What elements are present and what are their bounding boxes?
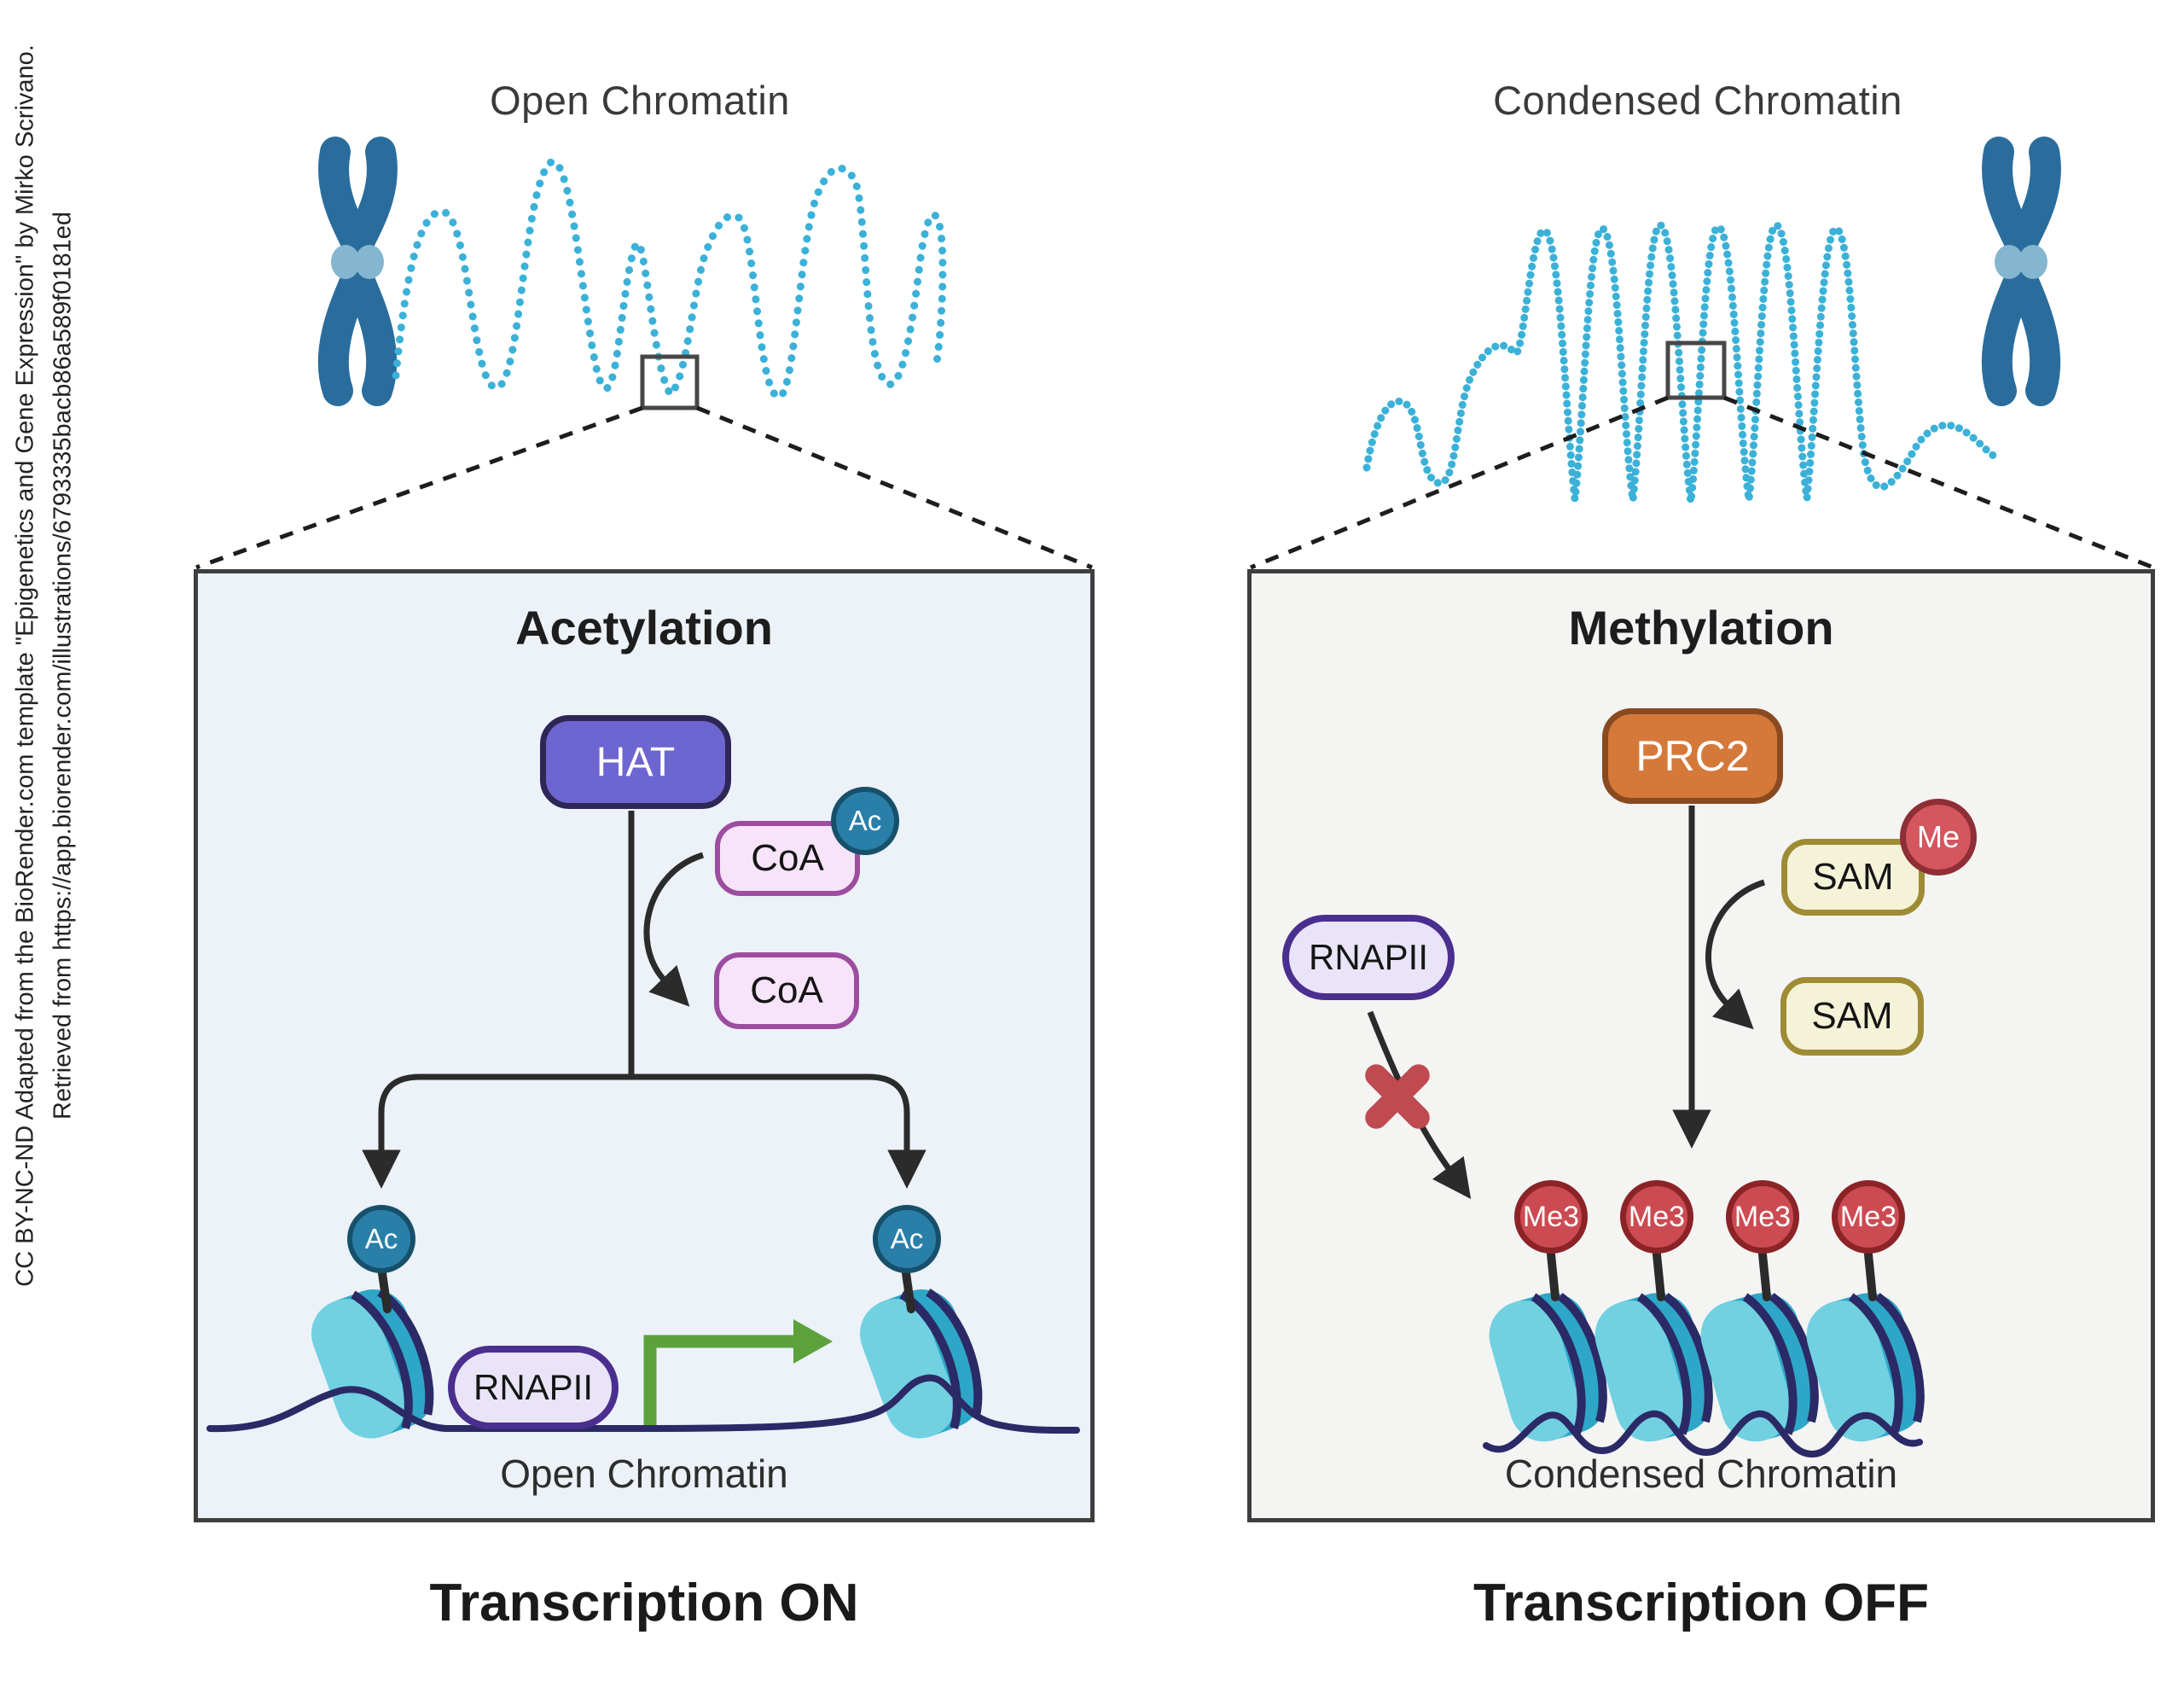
ac-mark-right: Ac [873,1205,941,1273]
me3-mark: Me3 [1514,1180,1588,1254]
transcription-on-label: Transcription ON [429,1574,859,1632]
rnapii-active: RNAPII [448,1346,619,1429]
attribution-line2: Retrieved from https://app.biorender.com… [49,211,76,1120]
dashed-connector-right-a [1250,395,1669,570]
ac-mark-left: Ac [347,1205,415,1273]
acetylation-title: Acetylation [515,601,773,655]
me-tag: Me [1900,799,1977,876]
coa-released: CoA [714,952,859,1029]
sam-released: SAM [1780,977,1924,1056]
rnapii-blocked: RNAPII [1282,915,1455,1000]
dashed-connector-left-b [696,405,1093,570]
attribution: CC BY-NC-ND Adapted from the BioRender.c… [8,0,82,1331]
me3-mark: Me3 [1620,1180,1693,1254]
sam-loaded: SAM [1781,839,1925,916]
dashed-connector-left-a [195,405,643,570]
attribution-line1: CC BY-NC-ND Adapted from the BioRender.c… [11,44,39,1287]
zoom-square-left [640,354,700,410]
transcription-off-label: Transcription OFF [1473,1574,1929,1632]
condensed-chromatin-label: Condensed Chromatin [1504,1452,1898,1496]
open-chromatin-strand [392,158,947,401]
chromosome-icon-left [331,152,384,391]
me3-mark: Me3 [1832,1180,1905,1254]
dashed-connector-right-b [1723,395,2154,570]
acetylation-panel [194,569,1095,1522]
open-chromatin-label: Open Chromatin [500,1452,788,1496]
open-chromatin-title: Open Chromatin [490,78,790,123]
zoom-square-right [1665,340,1727,400]
me3-mark: Me3 [1726,1180,1799,1254]
methylation-title: Methylation [1568,601,1834,655]
condensed-chromatin-title: Condensed Chromatin [1493,78,1902,123]
hat-enzyme: HAT [540,715,731,809]
chromosome-icon-right [1995,152,2048,391]
prc2-enzyme: PRC2 [1602,708,1783,804]
condensed-chromatin-strand [1362,221,1999,503]
ac-tag: Ac [831,787,899,855]
